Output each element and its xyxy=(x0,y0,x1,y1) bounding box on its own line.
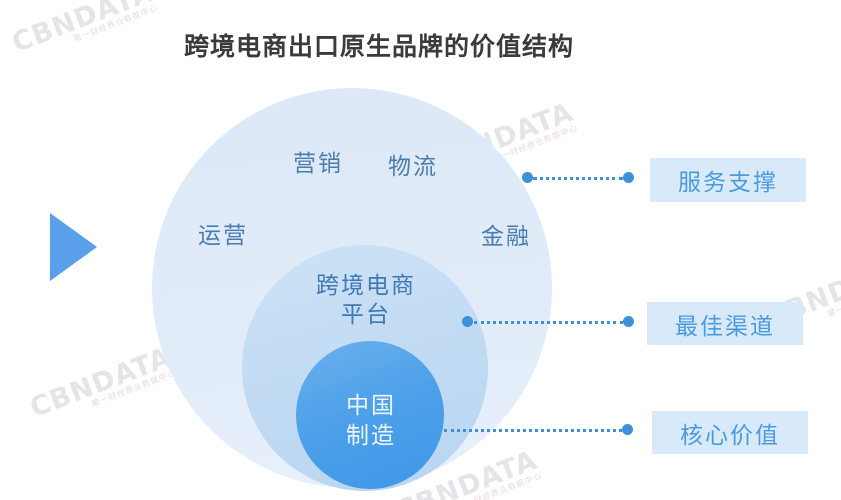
inner-circle-label-line2: 制造 xyxy=(346,423,396,449)
watermark-tagline-text: 第一财经商业数据中心 xyxy=(90,368,178,409)
connector-line-service-support xyxy=(533,177,623,180)
inner-circle-label-line1: 中国 xyxy=(346,393,396,419)
connector-dot xyxy=(462,316,473,327)
cbndata-watermark: CBNDATA 第一财经商业数据中心 xyxy=(8,0,160,65)
connector-line-core-value xyxy=(444,429,622,432)
connector-dot xyxy=(623,172,634,183)
callout-best-channel: 最佳渠道 xyxy=(647,302,803,345)
outer-label-operations: 运营 xyxy=(198,223,248,249)
middle-ring-label-line2: 平台 xyxy=(341,302,391,328)
watermark-brand-text: CBNDATA xyxy=(8,0,158,59)
connector-dot xyxy=(623,316,634,327)
cbndata-watermark: CBNDATA 第一财经商业数据中心 xyxy=(26,342,178,431)
watermark-tagline-text: 第一财经商业数据中心 xyxy=(72,3,160,44)
connector-dot xyxy=(522,172,533,183)
watermark-brand-text: CBNDATA xyxy=(26,341,176,424)
page-title: 跨境电商出口原生品牌的价值结构 xyxy=(184,32,575,61)
play-triangle-icon xyxy=(50,213,97,281)
inner-core-circle xyxy=(296,341,444,489)
outer-label-logistics: 物流 xyxy=(388,154,438,180)
middle-ring-label: 跨境电商 平台 xyxy=(316,272,416,330)
callout-core-value: 核心价值 xyxy=(652,411,808,454)
watermark-tagline-text: 第一财经商业数据中心 xyxy=(456,471,544,500)
inner-circle-label: 中国 制造 xyxy=(346,391,396,451)
middle-ring-label-line1: 跨境电商 xyxy=(316,273,416,299)
outer-label-finance: 金融 xyxy=(481,224,531,250)
outer-label-marketing: 营销 xyxy=(293,151,343,177)
connector-line-best-channel xyxy=(474,321,623,324)
watermark-tagline-text: 第一财经商业数据中心 xyxy=(826,278,841,319)
callout-service-support: 服务支撑 xyxy=(650,158,806,202)
connector-dot xyxy=(622,424,633,435)
